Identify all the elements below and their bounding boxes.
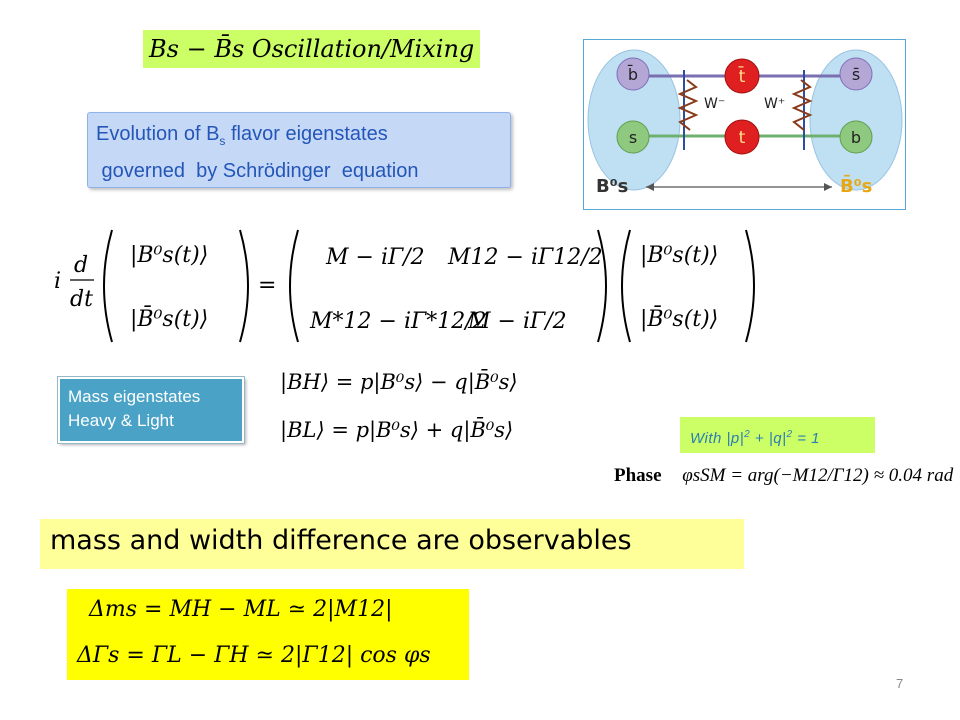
- evolution-line1: Evolution of Bs flavor eigenstates: [96, 119, 510, 156]
- phase-expression: φsSM = arg(−M12/Γ12) ≈ 0.04 rad: [682, 465, 954, 486]
- evolution-line2: governed by Schrödinger equation: [96, 160, 419, 182]
- observable-equations: Δms = MH − ML ≃ 2|M12| ΔΓs = ΓL − ΓH ≃ 2…: [67, 589, 469, 680]
- top-antiquark: [724, 58, 760, 94]
- evolution-line1-prefix: Evolution of B: [96, 123, 220, 145]
- delta-gamma-eq: ΔΓs = ΓL − ΓH ≃ 2|Γ12| cos φs: [77, 643, 431, 668]
- slide-title-text: Bs − B̄s Oscillation/Mixing: [149, 35, 475, 63]
- matrix-m12: M12 − iΓ12/2: [447, 245, 603, 270]
- left-meson-blob: [587, 49, 681, 191]
- phase-label: Phase: [614, 465, 662, 486]
- schrodinger-equation-svg: i d dt |B⁰s(t)⟩ |B̄⁰s(t)⟩ = M − iΓ/2 M12…: [54, 229, 755, 343]
- w-plus-line: [791, 79, 813, 131]
- w-minus-line: [677, 79, 699, 131]
- ket-b0bar: |B̄⁰s(t)⟩: [130, 305, 208, 332]
- page-number: 7: [896, 676, 904, 691]
- svg-text:dt: dt: [70, 287, 93, 312]
- label-bs: B⁰s: [596, 176, 628, 197]
- quark-sbar: [839, 57, 873, 91]
- ket-b0: |B⁰s(t)⟩: [130, 243, 208, 268]
- normalization-suffix: = 1: [792, 430, 820, 447]
- label-s: s: [629, 128, 637, 147]
- evolution-line1-sub: s: [219, 134, 226, 148]
- quark-b: [839, 120, 873, 154]
- observables-banner: mass and width difference are observable…: [40, 519, 744, 569]
- normalization-exp-p: 2: [744, 429, 751, 440]
- observables-banner-text: mass and width difference are observable…: [50, 525, 632, 556]
- right-meson-blob: [809, 49, 903, 191]
- normalization-box: With |p|2 + |q|2 = 1: [680, 417, 875, 453]
- slide-title: Bs − B̄s Oscillation/Mixing: [143, 30, 480, 68]
- schrodinger-equation: i d dt |B⁰s(t)⟩ |B̄⁰s(t)⟩ = M − iΓ/2 M12…: [50, 222, 760, 350]
- feynman-diagram: b̄ s s̄ b t̄ t W⁻ W⁺ B⁰s B̄⁰s: [583, 39, 906, 210]
- label-b: b: [851, 128, 861, 147]
- mass-eigenstates-callout: Mass eigenstates Heavy & Light: [57, 376, 245, 444]
- normalization-exp-q: 2: [786, 429, 793, 440]
- delta-m-eq: Δms = MH − ML ≃ 2|M12|: [89, 597, 393, 622]
- quark-bbar: [616, 57, 650, 91]
- svg-text:=: =: [258, 273, 276, 298]
- label-bsbar: B̄⁰s: [840, 175, 872, 197]
- normalization-prefix: With |p|: [690, 430, 745, 447]
- matrix-m22: M − iΓ/2: [467, 309, 567, 334]
- heavy-eigenstate-eq: |BH⟩ = p|B⁰s⟩ − q|B̄⁰s⟩: [280, 370, 518, 394]
- quark-s: [616, 120, 650, 154]
- label-sbar: s̄: [852, 65, 860, 84]
- evolution-line1-suffix: flavor eigenstates: [225, 123, 388, 145]
- ket-b0-rhs: |B⁰s(t)⟩: [640, 243, 718, 268]
- light-eigenstate-eq: |BL⟩ = p|B⁰s⟩ + q|B̄⁰s⟩: [280, 418, 514, 442]
- mass-callout-line2: Heavy & Light: [68, 411, 174, 430]
- matrix-m11: M − iΓ/2: [325, 245, 425, 270]
- feynman-diagram-svg: b̄ s s̄ b t̄ t W⁻ W⁺ B⁰s B̄⁰s: [587, 49, 903, 197]
- label-t: t: [739, 128, 746, 148]
- evolution-callout: Evolution of Bs flavor eigenstates gover…: [87, 112, 511, 188]
- label-w-minus: W⁻: [704, 96, 725, 112]
- svg-text:d: d: [74, 253, 88, 278]
- normalization-mid: + |q|: [750, 430, 787, 447]
- label-bbar: b̄: [627, 65, 638, 84]
- matrix-m21: M*12 − iΓ*12/2: [309, 309, 487, 334]
- mass-callout-line1: Mass eigenstates: [68, 387, 201, 406]
- svg-text:i: i: [54, 269, 61, 294]
- label-tbar: t̄: [738, 65, 745, 87]
- phase-formula: Phase φsSM = arg(−M12/Γ12) ≈ 0.04 rad: [614, 465, 953, 487]
- top-quark: [724, 119, 760, 155]
- label-w-plus: W⁺: [764, 96, 785, 112]
- ket-b0bar-rhs: |B̄⁰s(t)⟩: [640, 305, 718, 332]
